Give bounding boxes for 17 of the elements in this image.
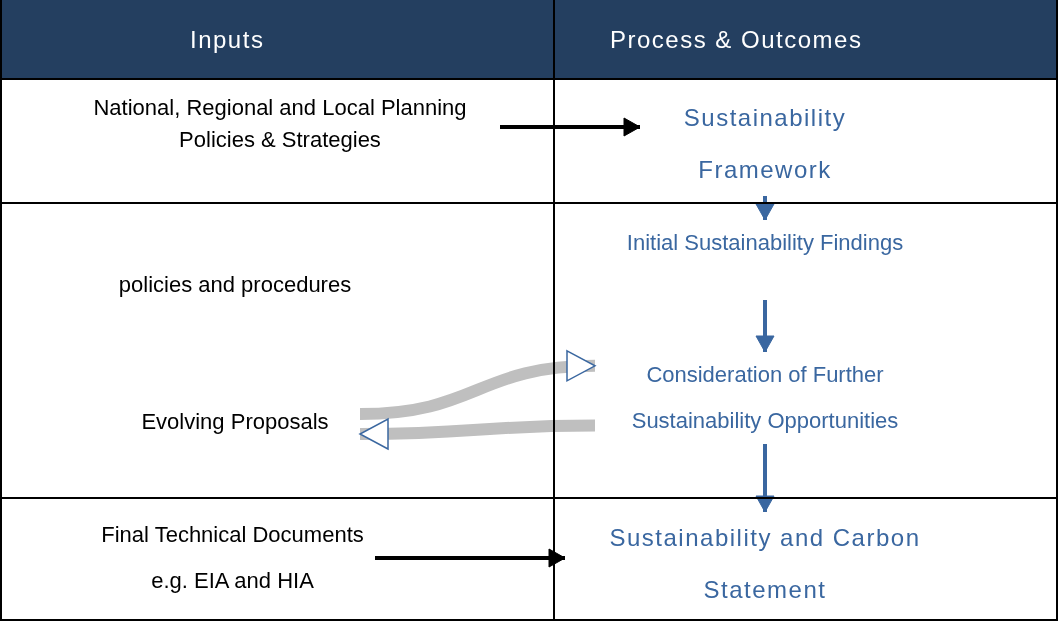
process-text: Consideration of Further Sustainability Opportunities xyxy=(595,352,935,444)
curved-arrow xyxy=(359,418,596,450)
outcome-text: Sustainability Framework xyxy=(640,92,890,196)
column-header: Process & Outcomes xyxy=(610,26,863,54)
arrow xyxy=(375,548,566,568)
input-text: Final Technical Documents e.g. EIA and HIA xyxy=(90,512,375,604)
input-text: Evolving Proposals xyxy=(110,402,360,442)
column-header: Inputs xyxy=(190,26,265,54)
arrow xyxy=(755,196,775,221)
process-text: Initial Sustainability Findings xyxy=(615,220,915,300)
input-text: policies and procedures xyxy=(80,262,390,354)
arrow xyxy=(755,300,775,353)
input-text: National, Regional and Local Planning Policies & Strategies xyxy=(60,92,500,162)
arrow xyxy=(755,444,775,513)
arrow xyxy=(500,117,641,137)
curved-arrow xyxy=(359,351,596,420)
outcome-text: Sustainability and Carbon Statement xyxy=(565,512,965,616)
